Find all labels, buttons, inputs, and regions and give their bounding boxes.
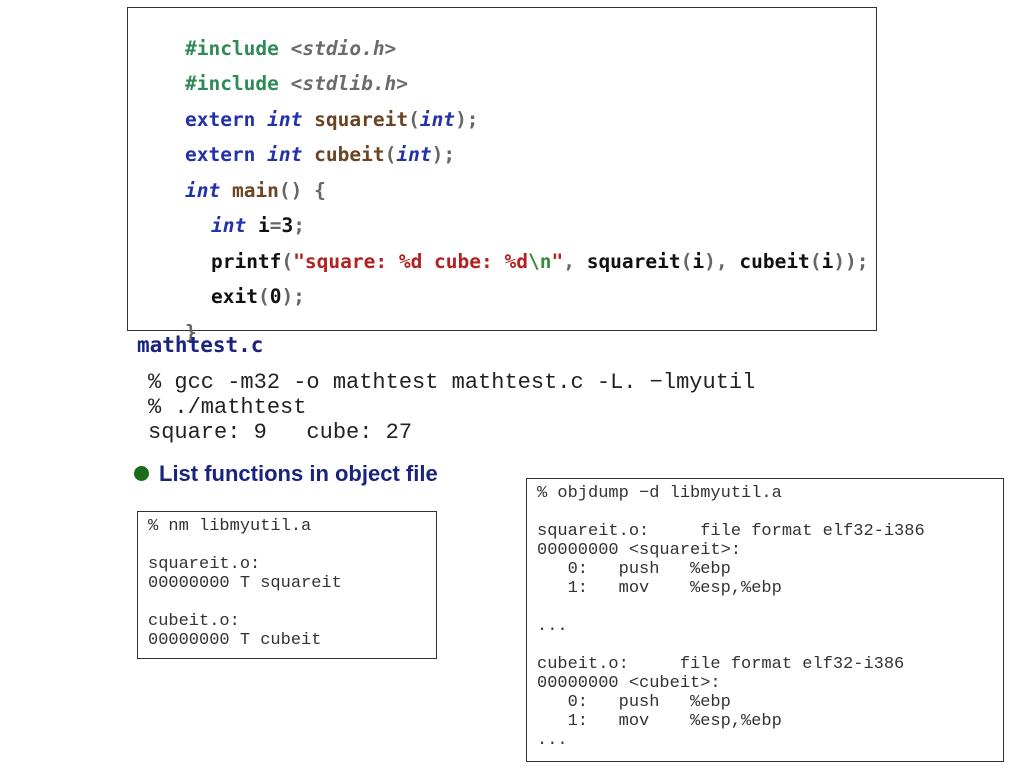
type: int	[396, 143, 432, 166]
header-name: <stdlib.h>	[290, 72, 409, 95]
objdump-line: % objdump −d libmyutil.a	[537, 484, 782, 503]
code-line-4: extern int cubeit(int);	[138, 122, 455, 188]
function-call: cubeit	[739, 250, 810, 273]
terminal-line-compile: % gcc -m32 -o mathtest mathtest.c -L. −l…	[148, 370, 756, 395]
objdump-line: squareit.o: file format elf32-i386	[537, 522, 925, 541]
type: int	[267, 108, 303, 131]
punct: (	[408, 108, 420, 131]
type: int	[184, 179, 221, 202]
number-literal: 0	[269, 285, 282, 308]
code-line-6: int i=3;	[164, 193, 305, 259]
objdump-line: ...	[537, 731, 568, 750]
keyword: extern	[184, 143, 256, 166]
code-line-5: int main() {	[138, 158, 326, 224]
string-literal: "	[551, 250, 564, 273]
function-name: cubeit	[314, 143, 385, 166]
function-call: squareit	[586, 250, 681, 273]
objdump-line: 00000000 <squareit>:	[537, 541, 742, 560]
keyword: extern	[184, 108, 256, 131]
source-code-box: #include <stdio.h> #include <stdlib.h> e…	[127, 7, 877, 344]
punct: (	[809, 250, 822, 273]
code-line-3: extern int squareit(int);	[138, 87, 479, 153]
variable: i	[257, 214, 270, 237]
nm-line: 00000000 T squareit	[148, 574, 342, 593]
objdump-line: 00000000 <cubeit>:	[537, 674, 721, 693]
punct: (	[257, 285, 270, 308]
type: int	[419, 108, 456, 131]
code-line-9: }	[138, 300, 197, 366]
bullet-heading: List functions in object file	[159, 461, 438, 486]
function-name: printf	[210, 250, 282, 273]
terminal-line-output: square: 9 cube: 27	[148, 420, 413, 445]
source-filename: mathtest.c	[137, 333, 264, 357]
objdump-line: 0: push %ebp	[537, 560, 731, 579]
number-literal: 3	[281, 214, 294, 237]
code-line-7: printf("square: %d cube: %d\n", squareit…	[164, 229, 869, 295]
preprocessor-directive: #include	[184, 37, 279, 60]
nm-line: % nm libmyutil.a	[148, 517, 312, 536]
variable: i	[692, 250, 705, 273]
variable: i	[821, 250, 834, 273]
preprocessor-directive: #include	[184, 72, 279, 95]
function-name: squareit	[314, 108, 409, 131]
string-literal: "square: %d cube: %d	[293, 250, 528, 273]
punct: () {	[278, 179, 326, 202]
punct: );	[431, 143, 456, 166]
escape-sequence: \n	[527, 250, 552, 273]
code-line-1: #include <stdio.h>	[138, 16, 396, 82]
nm-line: cubeit.o:	[148, 612, 240, 631]
punct: ;	[293, 214, 305, 237]
function-call: exit	[210, 285, 258, 308]
nm-line: 00000000 T cubeit	[148, 631, 322, 650]
code-line-2: #include <stdlib.h>	[138, 51, 408, 117]
punct: ),	[704, 250, 740, 273]
type: int	[210, 214, 247, 237]
function-name: main	[231, 179, 279, 202]
code-line-8: exit(0);	[164, 264, 305, 330]
objdump-line: ...	[537, 617, 568, 636]
punct: =	[269, 214, 282, 237]
nm-line: squareit.o:	[148, 555, 261, 574]
header-name: <stdio.h>	[290, 37, 397, 60]
punct: (	[281, 250, 294, 273]
punct: ));	[833, 250, 869, 273]
type: int	[267, 143, 303, 166]
objdump-output-box: % objdump −d libmyutil.a squareit.o: fil…	[526, 478, 1004, 762]
objdump-line: 1: mov %esp,%ebp	[537, 712, 782, 731]
punct: (	[680, 250, 693, 273]
objdump-line: 1: mov %esp,%ebp	[537, 579, 782, 598]
objdump-line: 0: push %ebp	[537, 693, 731, 712]
punct: ,	[563, 250, 587, 273]
terminal-line-run: % ./mathtest	[148, 395, 307, 420]
objdump-line: cubeit.o: file format elf32-i386	[537, 655, 905, 674]
punct: (	[384, 143, 397, 166]
closing-brace: }	[184, 321, 197, 344]
punct: );	[455, 108, 479, 131]
bullet-dot-icon	[134, 466, 149, 481]
nm-output-box: % nm libmyutil.a squareit.o: 00000000 T …	[137, 511, 437, 659]
punct: );	[281, 285, 305, 308]
